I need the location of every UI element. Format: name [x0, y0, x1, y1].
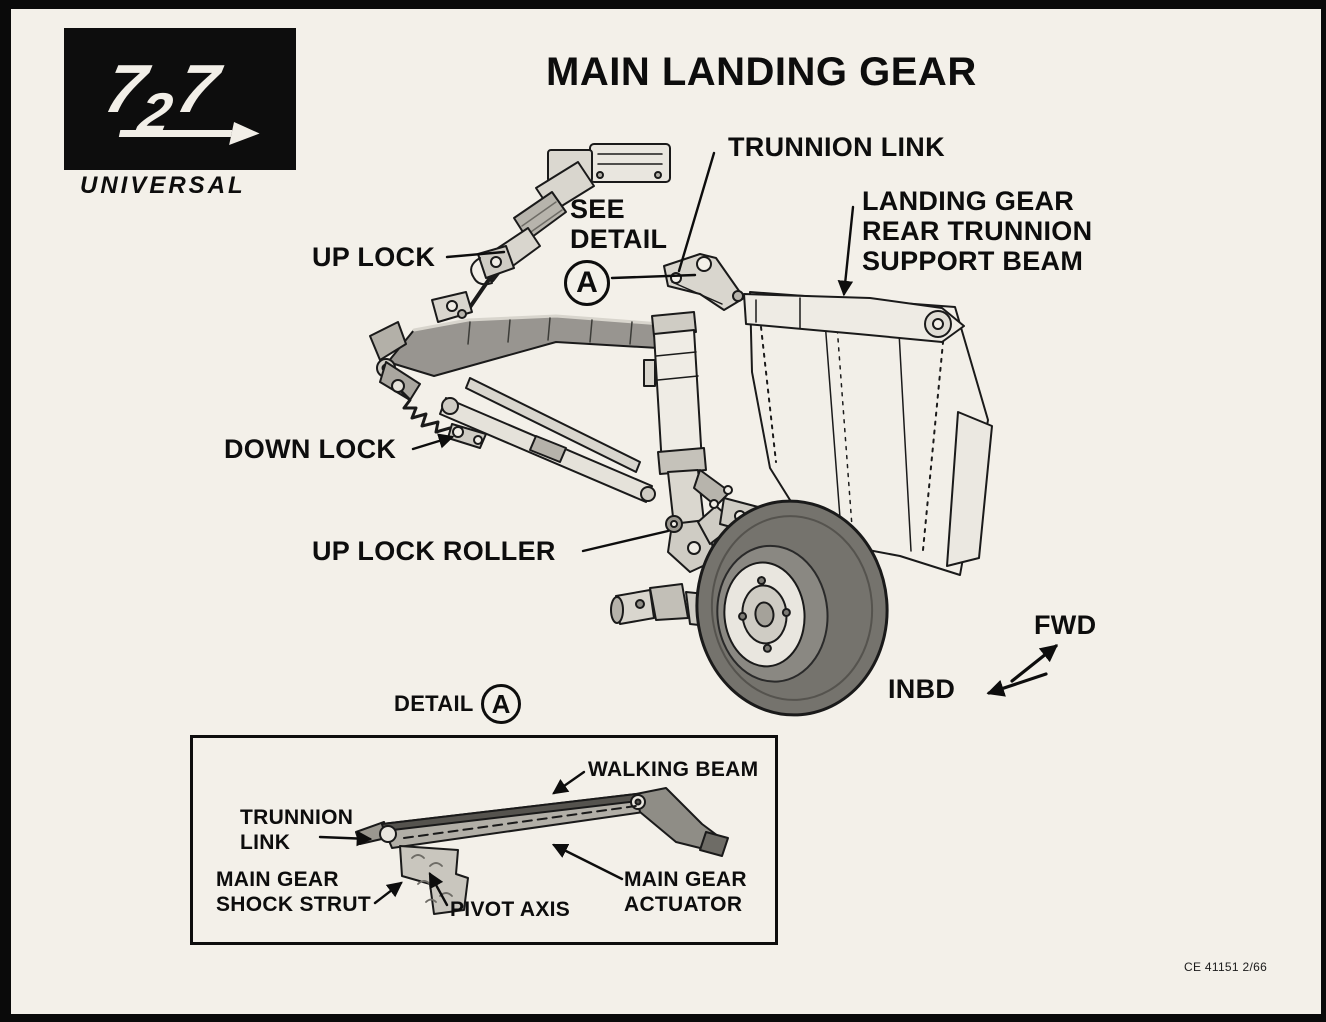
up-lock-roller-leader	[581, 529, 670, 553]
callout-up-lock-roller: UP LOCK ROLLER	[312, 536, 556, 566]
callout-rear-trunnion-beam: LANDING GEAR REAR TRUNNION SUPPORT BEAM	[862, 186, 1093, 277]
callout-fwd: FWD	[1034, 610, 1097, 640]
uplock-mechanism	[431, 245, 515, 323]
actuator-leader	[551, 843, 624, 881]
shock-strut-leader	[373, 881, 403, 905]
pivot-axis-leader	[428, 871, 449, 907]
callout-trunnion-link: TRUNNION LINK	[728, 132, 945, 162]
document-code: CE 41151 2/66	[1184, 960, 1268, 974]
callout-inbd: INBD	[888, 674, 956, 704]
boeing-727-logo: 7 2 7	[64, 28, 296, 170]
detail-a-title-marker: A	[481, 684, 521, 724]
up-lock-leader	[445, 250, 506, 259]
detail-label-actuator: MAIN GEAR ACTUATOR	[624, 868, 747, 916]
detail-a-box	[190, 735, 778, 945]
logo-727-art: 7 2 7	[99, 51, 260, 145]
detail-label-pivot-axis: PIVOT AXIS	[450, 898, 571, 921]
logo-tagline: UNIVERSAL	[80, 172, 246, 199]
down-lock-leader	[411, 433, 455, 451]
trunnion-link-part	[663, 253, 745, 311]
fwd-arrow-icon	[1010, 644, 1059, 683]
trunnion-link-leader	[677, 151, 716, 273]
detail-trunnion-link-leader	[318, 830, 373, 847]
page-title: MAIN LANDING GEAR	[546, 50, 977, 94]
callout-down-lock: DOWN LOCK	[224, 434, 397, 464]
drag-brace	[439, 377, 656, 503]
walking-beam-leader	[552, 770, 586, 795]
leader-lines	[318, 151, 1059, 907]
rear-trunnion-support-beam	[743, 293, 965, 343]
inbd-arrow-icon	[986, 672, 1048, 697]
detail-label-shock-strut: MAIN GEAR SHOCK STRUT	[216, 868, 371, 916]
downlock-mechanism	[400, 390, 487, 449]
callout-see-detail: SEE DETAIL	[570, 194, 668, 255]
logo-arrow-icon	[118, 122, 260, 145]
rear-beam-leader	[837, 205, 855, 297]
detail-label-walking-beam: WALKING BEAM	[588, 758, 759, 781]
see-detail-leader	[610, 273, 697, 280]
detail-title: DETAIL	[394, 691, 474, 716]
callout-up-lock: UP LOCK	[312, 242, 436, 272]
detail-label-trunnion-link: TRUNNION LINK	[240, 806, 354, 854]
forward-trunnion-beam	[369, 314, 693, 401]
logo-digit-3: 7	[171, 51, 228, 127]
wheel-tire	[695, 499, 889, 717]
detail-a-marker: A	[564, 260, 610, 306]
